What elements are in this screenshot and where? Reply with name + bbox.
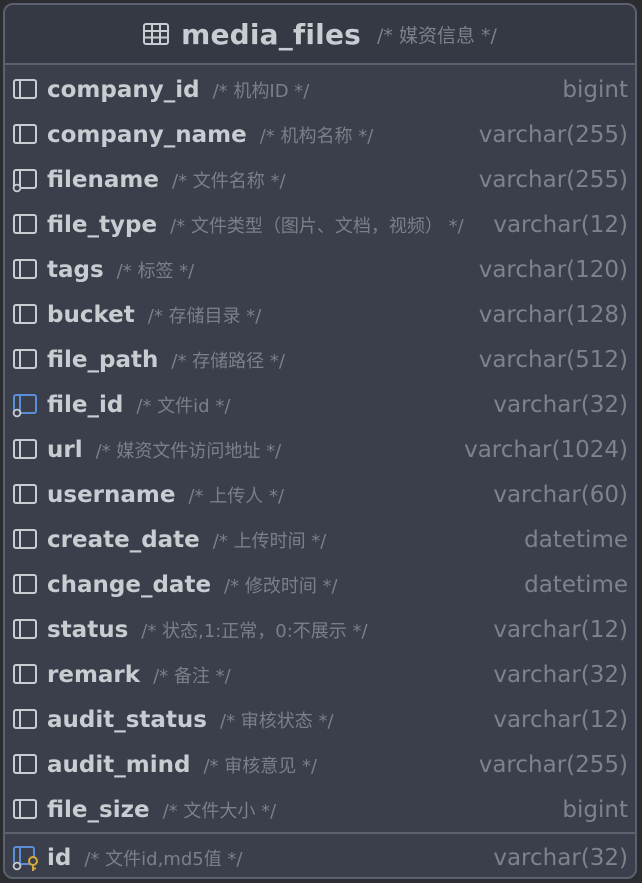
column-type: varchar(32) <box>493 391 628 418</box>
column-list: company_id /* 机构ID */ bigint company_name /*… <box>5 65 635 832</box>
column-type: varchar(255) <box>478 166 628 193</box>
column-comment: /* 机构ID */ <box>212 80 310 102</box>
column-type: varchar(32) <box>493 844 628 871</box>
column-icon <box>12 302 40 328</box>
table-comment: /* 媒资信息 */ <box>377 24 497 47</box>
column-comment: /* 文件大小 */ <box>162 800 277 822</box>
column-icon <box>12 212 40 238</box>
column-type: bigint <box>562 76 628 103</box>
primary-key-divider <box>5 832 635 834</box>
column-icon <box>12 347 40 373</box>
column-type: varchar(12) <box>493 706 628 733</box>
column-icon <box>12 572 40 598</box>
column-icon <box>12 617 40 643</box>
column-type: varchar(255) <box>478 121 628 148</box>
column-type: varchar(12) <box>493 211 628 238</box>
column-comment: /* 存储路径 */ <box>171 350 285 372</box>
column-name: bucket <box>47 301 135 328</box>
column-type: varchar(1024) <box>464 436 628 463</box>
column-type: varchar(120) <box>478 256 628 283</box>
column-row-status[interactable]: status /* 状态,1:正常，0:不展示 */ varchar(12) <box>5 607 635 652</box>
unique-column-icon <box>12 392 40 418</box>
column-type: varchar(60) <box>493 481 628 508</box>
column-row-company-id[interactable]: company_id /* 机构ID */ bigint <box>5 67 635 112</box>
column-icon <box>12 752 40 778</box>
column-name: username <box>47 481 176 508</box>
column-name: filename <box>47 166 159 193</box>
column-type: varchar(512) <box>478 346 628 373</box>
column-name: url <box>47 436 83 463</box>
column-row-tags[interactable]: tags /* 标签 */ varchar(120) <box>5 247 635 292</box>
column-comment: /* 机构名称 */ <box>259 125 374 147</box>
column-comment: /* 媒资文件访问地址 */ <box>95 440 282 462</box>
column-icon <box>12 77 40 103</box>
column-name: status <box>47 616 129 643</box>
column-type: varchar(128) <box>478 301 628 328</box>
column-row-remark[interactable]: remark /* 备注 */ varchar(32) <box>5 652 635 697</box>
column-row-filename[interactable]: filename /* 文件名称 */ varchar(255) <box>5 157 635 202</box>
table-header[interactable]: media_files /* 媒资信息 */ <box>5 5 635 65</box>
column-name: create_date <box>47 526 200 553</box>
column-icon <box>12 482 40 508</box>
column-comment: /* 备注 */ <box>153 665 231 687</box>
column-row-change-date[interactable]: change_date /* 修改时间 */ datetime <box>5 562 635 607</box>
column-icon <box>12 527 40 553</box>
column-row-audit-status[interactable]: audit_status /* 审核状态 */ varchar(12) <box>5 697 635 742</box>
column-name: audit_mind <box>47 751 191 778</box>
column-name: remark <box>47 661 141 688</box>
column-icon <box>12 257 40 283</box>
column-type: varchar(255) <box>478 751 628 778</box>
column-icon <box>12 662 40 688</box>
column-comment: /* 文件名称 */ <box>172 170 286 192</box>
column-row-file-type[interactable]: file_type /* 文件类型（图片、文档，视频） */ varchar(12) <box>5 202 635 247</box>
column-comment: /* 文件id,md5值 */ <box>84 848 243 870</box>
primary-key-column-icon <box>12 844 40 871</box>
table-icon <box>143 23 170 45</box>
column-comment: /* 审核意见 */ <box>203 755 318 777</box>
column-row-url[interactable]: url /* 媒资文件访问地址 */ varchar(1024) <box>5 427 635 472</box>
column-row-company-name[interactable]: company_name /* 机构名称 */ varchar(255) <box>5 112 635 157</box>
column-comment: /* 状态,1:正常，0:不展示 */ <box>141 620 368 642</box>
column-row-file-id[interactable]: file_id /* 文件id */ varchar(32) <box>5 382 635 427</box>
table-card[interactable]: media_files /* 媒资信息 */ company_id /* 机构ID… <box>3 3 637 879</box>
column-icon <box>12 797 40 823</box>
column-row-create-date[interactable]: create_date /* 上传时间 */ datetime <box>5 517 635 562</box>
column-row-username[interactable]: username /* 上传人 */ varchar(60) <box>5 472 635 517</box>
column-name: file_size <box>47 796 150 823</box>
column-type: varchar(12) <box>493 616 628 643</box>
column-row-file-size[interactable]: file_size /* 文件大小 */ bigint <box>5 787 635 832</box>
indexed-column-icon <box>12 167 40 193</box>
column-row-bucket[interactable]: bucket /* 存储目录 */ varchar(128) <box>5 292 635 337</box>
column-name: change_date <box>47 571 212 598</box>
column-comment: /* 存储目录 */ <box>147 305 262 327</box>
column-icon <box>12 437 40 463</box>
table-name: media_files <box>181 17 362 51</box>
column-type: varchar(32) <box>493 661 628 688</box>
column-type: datetime <box>524 526 628 553</box>
column-comment: /* 标签 */ <box>116 260 195 282</box>
column-row-audit-mind[interactable]: audit_mind /* 审核意见 */ varchar(255) <box>5 742 635 787</box>
column-row-file-path[interactable]: file_path /* 存储路径 */ varchar(512) <box>5 337 635 382</box>
column-row-primary-key[interactable]: id /* 文件id,md5值 */ varchar(32) <box>5 834 635 877</box>
column-name: company_name <box>47 121 247 148</box>
column-name: id <box>47 844 72 871</box>
column-name: audit_status <box>47 706 208 733</box>
column-comment: /* 文件id */ <box>136 395 231 417</box>
column-type: datetime <box>524 571 628 598</box>
column-comment: /* 审核状态 */ <box>220 710 334 732</box>
column-name: tags <box>47 256 104 283</box>
column-comment: /* 上传时间 */ <box>212 530 327 552</box>
column-type: bigint <box>562 796 628 823</box>
column-name: file_type <box>47 211 158 238</box>
column-name: company_id <box>47 76 200 103</box>
column-icon <box>12 707 40 733</box>
column-comment: /* 文件类型（图片、文档，视频） */ <box>170 215 464 237</box>
column-icon <box>12 122 40 148</box>
column-comment: /* 上传人 */ <box>188 485 285 507</box>
column-comment: /* 修改时间 */ <box>224 575 338 597</box>
column-name: file_path <box>47 346 159 373</box>
column-name: file_id <box>47 391 124 418</box>
